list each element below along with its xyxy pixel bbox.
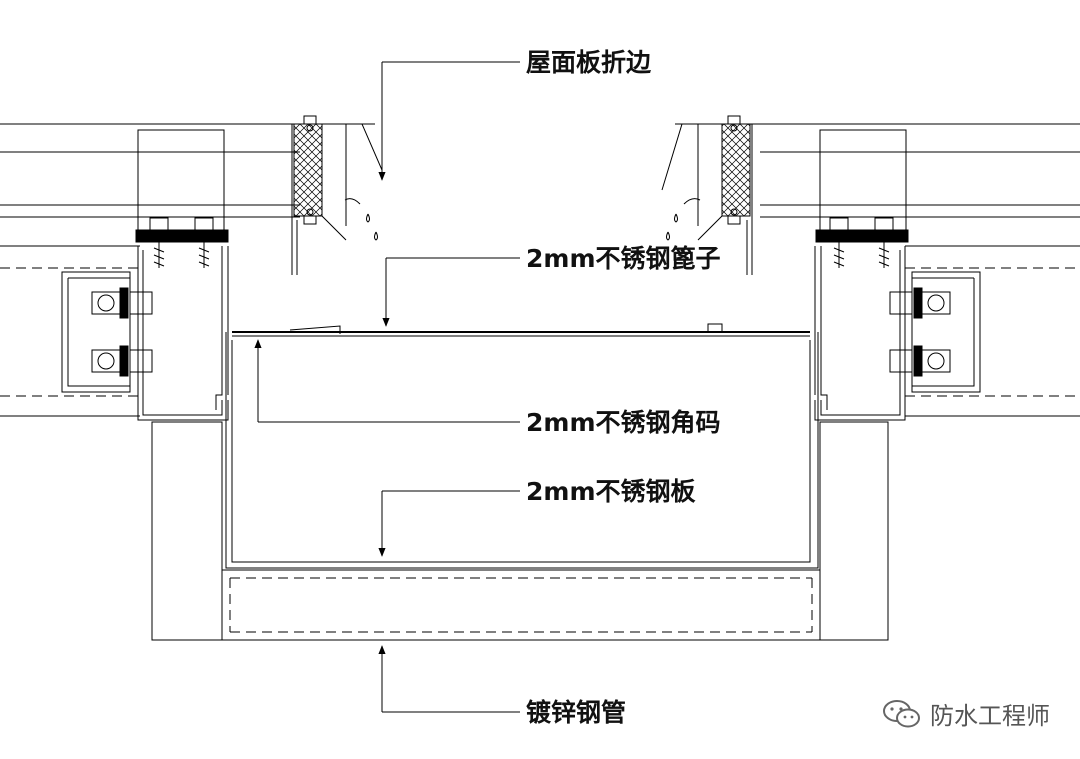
- stainless-gutter: [225, 332, 819, 569]
- right-base-plate: [815, 229, 909, 243]
- water-drops: [344, 198, 701, 241]
- right-base-bolts: [829, 217, 894, 268]
- purlin-hidden-lines: [0, 267, 1080, 397]
- right-support-bracket: [819, 129, 907, 231]
- left-c-purlin: [137, 246, 229, 421]
- wechat-icon: [883, 699, 920, 727]
- leader-galvanized-pipe: [378, 645, 520, 713]
- label-steel-plate: 2mm不锈钢板: [526, 477, 696, 506]
- label-galvanized-pipe: 镀锌钢管: [526, 698, 627, 727]
- galvanized-pipe-left: [151, 421, 223, 641]
- left-support-bracket: [137, 129, 225, 231]
- leader-angle-bracket: [254, 339, 520, 423]
- right-side-cleat: [889, 271, 981, 393]
- left-roof-flange: [291, 115, 383, 275]
- leader-gutter-grate: [382, 257, 520, 327]
- label-roof-flange: 屋面板折边: [526, 48, 652, 77]
- right-c-purlin: [814, 246, 906, 421]
- right-roof-flange: [661, 115, 753, 275]
- watermark: 防水工程师: [882, 696, 1050, 731]
- stainless-grate: [232, 323, 810, 337]
- left-base-plate: [135, 229, 229, 243]
- label-angle-bracket: 2mm不锈钢角码: [526, 408, 721, 437]
- leader-steel-plate: [378, 490, 520, 557]
- leader-roof-flange: [378, 61, 520, 181]
- left-side-cleat: [61, 271, 153, 393]
- galvanized-pipe-right: [819, 421, 889, 641]
- watermark-text: 防水工程师: [930, 702, 1050, 730]
- left-base-bolts: [149, 217, 214, 268]
- galvanized-pipe-bottom: [221, 569, 821, 641]
- label-gutter-grate: 2mm不锈钢篦子: [526, 244, 721, 273]
